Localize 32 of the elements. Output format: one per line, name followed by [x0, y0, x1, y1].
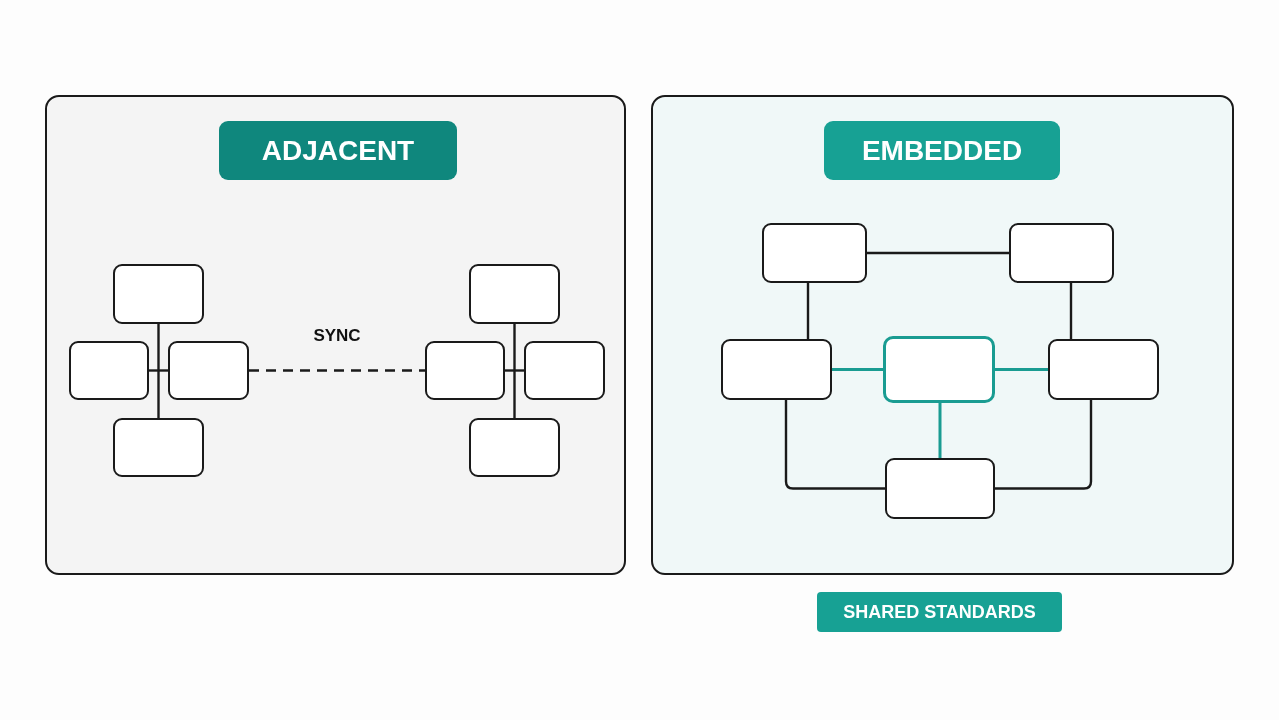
connector-line	[938, 403, 942, 458]
connector-line	[995, 368, 1048, 371]
dashed-connector	[249, 369, 425, 372]
connector-line	[784, 400, 885, 490]
panel-card	[45, 95, 626, 575]
empty-box	[524, 341, 605, 400]
empty-box	[469, 264, 560, 324]
empty-box	[721, 339, 832, 400]
highlighted-box	[883, 336, 995, 403]
title-badge: EMBEDDED	[824, 121, 1060, 180]
empty-box	[762, 223, 867, 283]
connector-line	[149, 369, 168, 372]
connector-line	[157, 324, 160, 418]
connector-line	[1069, 283, 1073, 339]
connector-line	[867, 251, 1009, 255]
connector-line	[806, 283, 810, 339]
empty-box	[113, 264, 204, 324]
empty-box	[885, 458, 995, 519]
connector-line	[513, 324, 516, 418]
panel-card	[651, 95, 1234, 575]
empty-box	[425, 341, 505, 400]
empty-box	[69, 341, 149, 400]
connector-line	[832, 368, 883, 371]
empty-box	[168, 341, 249, 400]
label-badge: SHARED STANDARDS	[817, 592, 1062, 632]
empty-box	[1048, 339, 1159, 400]
title-badge: ADJACENT	[219, 121, 457, 180]
connector-line	[505, 369, 524, 372]
empty-box	[1009, 223, 1114, 283]
empty-box	[113, 418, 204, 477]
empty-box	[469, 418, 560, 477]
connector-line	[995, 400, 1093, 490]
